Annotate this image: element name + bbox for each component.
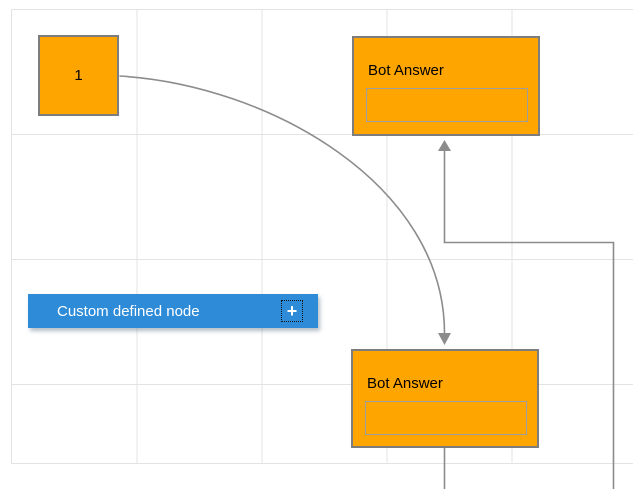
add-icon[interactable]: + [281,300,303,322]
grid-lines [11,9,633,464]
node-bot-answer-bottom[interactable]: Bot Answer [351,349,539,448]
arrowhead-down-icon [438,333,451,345]
connector-bezier-square-to-bottom-bot[interactable] [119,75,446,334]
connector-orthogonal-into-top-bot[interactable] [443,151,615,489]
node-square-1[interactable]: 1 [38,35,119,116]
node-bot-answer-top[interactable]: Bot Answer [352,36,540,136]
plus-glyph: + [286,301,298,321]
bot-answer-textbox[interactable] [366,88,528,122]
bot-answer-title: Bot Answer [367,375,443,392]
custom-node-label: Custom defined node [57,302,200,320]
node-custom-defined[interactable]: Custom defined node + [28,294,318,328]
bot-answer-textbox[interactable] [365,401,527,435]
node-square-label: 1 [74,67,83,84]
bot-answer-title: Bot Answer [368,62,444,79]
arrowhead-up-icon [438,140,451,151]
